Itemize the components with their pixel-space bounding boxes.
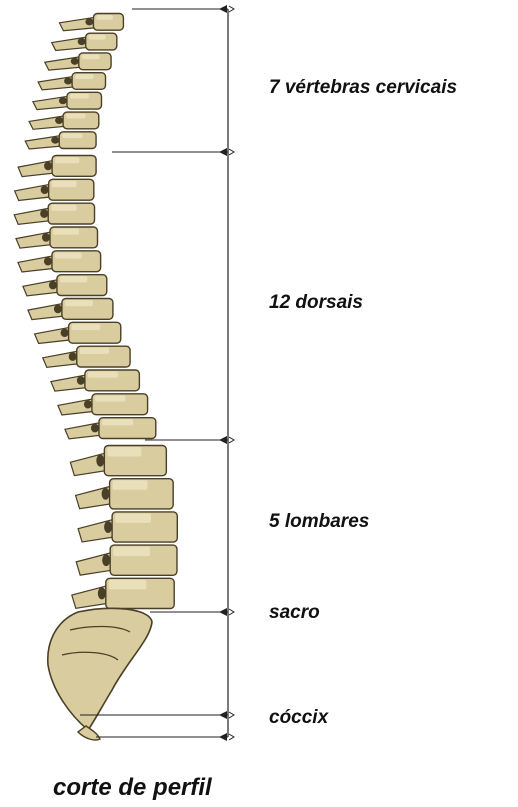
vertebra-highlight [70, 94, 89, 99]
lumbar-vertebra [76, 545, 177, 575]
vertebra-highlight [52, 181, 77, 187]
intervertebral-foramen [59, 97, 67, 104]
dorsal-vertebra [14, 203, 94, 224]
intervertebral-foramen [54, 305, 62, 314]
intervertebral-foramen [78, 38, 86, 45]
dorsal-vertebra [18, 251, 101, 272]
cervical-region-label: 7 vértebras cervicais [269, 77, 457, 99]
vertebra-highlight [95, 395, 126, 401]
bracket-arrowhead [219, 436, 227, 444]
vertebra-highlight [102, 419, 133, 425]
intervertebral-foramen [84, 400, 92, 409]
diagram-caption: corte de perfil [53, 774, 212, 802]
vertebra-highlight [113, 547, 150, 557]
intervertebral-foramen [44, 257, 52, 266]
intervertebral-foramen [71, 58, 79, 65]
bracket-notch [229, 734, 234, 740]
dorsal-region-label: 12 dorsais [269, 292, 363, 314]
bracket-arrowhead [219, 608, 227, 616]
vertebra-highlight [89, 35, 106, 40]
intervertebral-foramen [61, 328, 69, 337]
bracket-arrowhead [219, 711, 227, 719]
vertebra-highlight [80, 348, 109, 354]
vertebra-highlight [107, 447, 141, 457]
cervical-vertebra [33, 92, 102, 109]
cervical-vertebra [52, 33, 117, 50]
vertebral-column [14, 14, 177, 741]
intervertebral-foramen [64, 77, 72, 84]
vertebra-highlight [62, 133, 82, 138]
vertebra-highlight [88, 372, 118, 378]
intervertebral-foramen [102, 554, 110, 566]
vertebra-highlight [53, 229, 79, 235]
dorsal-vertebra [28, 299, 113, 320]
bracket-notch [229, 712, 234, 718]
intervertebral-foramen [91, 424, 99, 433]
intervertebral-foramen [40, 209, 48, 218]
intervertebral-foramen [102, 488, 110, 500]
vertebra-highlight [66, 114, 86, 119]
bracket-arrowhead [219, 733, 227, 741]
coccyx-region-label: cóccix [269, 707, 328, 729]
cervical-vertebra [29, 112, 99, 129]
cervical-vertebra [45, 53, 111, 70]
vertebra-highlight [75, 74, 93, 79]
vertebra-highlight [65, 300, 93, 306]
intervertebral-foramen [49, 281, 57, 290]
vertebra-highlight [82, 54, 100, 59]
dorsal-vertebra [18, 156, 96, 177]
vertebra-highlight [55, 157, 79, 163]
intervertebral-foramen [44, 162, 52, 171]
vertebra-highlight [115, 513, 151, 523]
bracket-notch [229, 437, 234, 443]
cervical-vertebra [25, 132, 96, 149]
lumbar-vertebra [72, 578, 174, 608]
coccyx-bone [78, 726, 100, 740]
dorsal-vertebra [35, 322, 121, 343]
intervertebral-foramen [69, 352, 77, 361]
intervertebral-foramen [55, 117, 63, 124]
lumbar-vertebra [70, 446, 166, 476]
lumbar-vertebra [78, 512, 177, 542]
bracket-notch [229, 149, 234, 155]
cervical-vertebra [59, 14, 123, 31]
intervertebral-foramen [42, 233, 50, 242]
vertebra-highlight [60, 276, 87, 282]
dorsal-vertebra [43, 346, 130, 367]
vertebra-highlight [113, 480, 148, 490]
dorsal-vertebra [16, 227, 98, 248]
vertebra-highlight [51, 205, 76, 211]
intervertebral-foramen [51, 137, 59, 144]
bracket-arrowhead [219, 148, 227, 156]
intervertebral-foramen [77, 376, 85, 385]
dorsal-vertebra [23, 275, 107, 296]
lumbar-vertebra [76, 479, 174, 509]
dorsal-vertebra [58, 394, 148, 415]
dorsal-vertebra [51, 370, 140, 391]
dorsal-vertebra [65, 418, 156, 439]
lumbar-region-label: 5 lombares [269, 511, 369, 533]
vertebra-highlight [55, 252, 82, 258]
bracket-notch [229, 6, 234, 12]
cervical-vertebra [38, 73, 105, 90]
vertebra-highlight [96, 15, 113, 20]
sacrum-region-label: sacro [269, 602, 320, 624]
vertebra-highlight [109, 580, 147, 590]
bracket-notch [229, 609, 234, 615]
dorsal-vertebra [15, 179, 94, 200]
intervertebral-foramen [104, 521, 112, 533]
intervertebral-foramen [96, 455, 104, 467]
vertebra-highlight [72, 324, 101, 330]
intervertebral-foramen [41, 185, 49, 194]
bracket-arrowhead [219, 5, 227, 13]
intervertebral-foramen [85, 18, 93, 25]
intervertebral-foramen [98, 587, 106, 599]
